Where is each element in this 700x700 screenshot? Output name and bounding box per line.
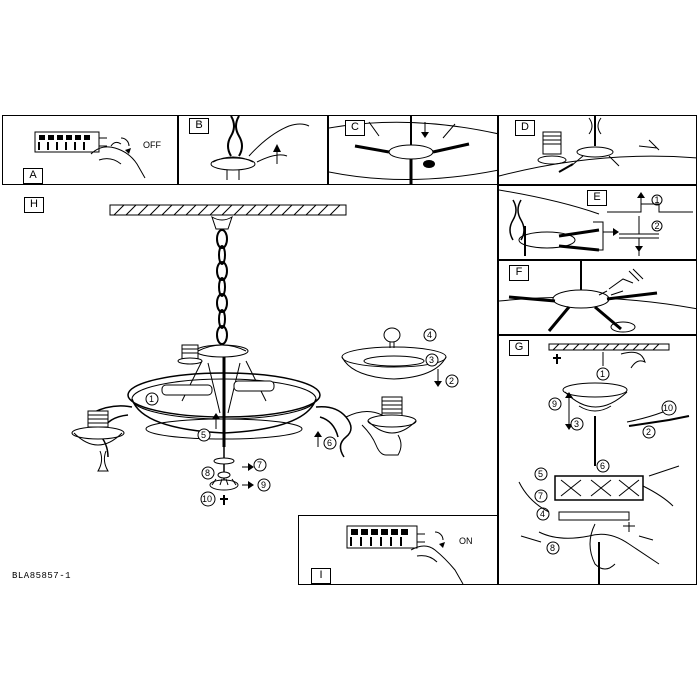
panel-g-drawing: 9 3 1 10 2 5 6 7 4 (518, 343, 690, 584)
h-step-9: 9 (261, 480, 266, 490)
h-step-6: 6 (327, 438, 332, 448)
g-step-7: 7 (538, 491, 543, 501)
h-step-8: 8 (205, 468, 210, 478)
panel-h-drawing: 1 2 3 4 5 6 7 8 9 10 (71, 204, 459, 507)
panel-i: ON I (298, 515, 498, 585)
switch-off-text: OFF (143, 140, 161, 150)
g-step-3: 3 (574, 419, 579, 429)
g-step-1: 1 (600, 369, 605, 379)
panel-b-drawing (210, 116, 310, 180)
e-step-1: 1 (655, 195, 660, 205)
e-step-2: 2 (655, 221, 660, 231)
panel-d: D (498, 115, 697, 185)
document-code: BLA85857-1 (12, 571, 72, 581)
g-step-5: 5 (538, 469, 543, 479)
panel-b-label: B (189, 118, 209, 134)
panel-b: B (178, 115, 328, 185)
panel-g-label: G (509, 340, 529, 356)
panel-f-label: F (509, 265, 529, 281)
panel-a: OFF A (2, 115, 178, 185)
panel-c-label: C (345, 120, 365, 136)
switch-on-text: ON (459, 536, 473, 546)
h-step-3: 3 (429, 355, 434, 365)
g-step-10: 10 (663, 403, 673, 413)
h-step-markers: 1 2 3 4 5 6 7 8 9 10 (145, 328, 459, 507)
panel-d-label: D (515, 120, 535, 136)
panel-g: 9 3 1 10 2 5 6 7 4 (498, 335, 697, 585)
panel-c: C (328, 115, 498, 185)
panel-f: F (498, 260, 697, 335)
g-step-4: 4 (540, 509, 545, 519)
h-step-10: 10 (202, 494, 212, 504)
panel-f-drawing (499, 261, 696, 333)
g-step-8: 8 (550, 543, 555, 553)
h-step-2: 2 (449, 376, 454, 386)
panel-e-drawing: 1 2 (499, 189, 693, 256)
g-step-2: 2 (646, 427, 651, 437)
h-step-1: 1 (149, 394, 154, 404)
g-step-6: 6 (600, 461, 605, 471)
panel-a-label: A (23, 168, 43, 184)
panel-i-label: I (311, 568, 331, 584)
panel-d-drawing (499, 116, 696, 177)
panel-e-label: E (587, 190, 607, 206)
g-step-9: 9 (552, 399, 557, 409)
panel-e: 1 2 E (498, 185, 697, 260)
panel-h-label: H (24, 197, 44, 213)
panel-a-drawing: OFF (34, 131, 161, 179)
h-step-4: 4 (427, 330, 432, 340)
h-step-7: 7 (257, 460, 262, 470)
panel-i-drawing: ON (346, 525, 473, 584)
h-step-5: 5 (201, 430, 206, 440)
